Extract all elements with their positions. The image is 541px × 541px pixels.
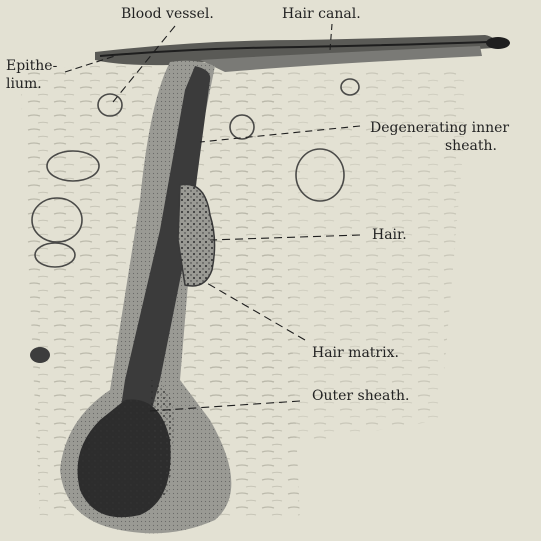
label-degenerating-line2: sheath.: [445, 138, 497, 154]
label-hair: Hair.: [372, 227, 407, 243]
label-epithelium-line1: Epithe-: [6, 58, 57, 74]
label-hair-canal: Hair canal.: [282, 6, 361, 22]
label-epithelium-line2: lium.: [6, 76, 42, 92]
label-blood-vessel: Blood vessel.: [121, 6, 214, 22]
label-outer-sheath: Outer sheath.: [312, 388, 409, 404]
label-hair-matrix: Hair matrix.: [312, 345, 399, 361]
dark-cell: [30, 347, 50, 363]
label-degenerating-line1: Degenerating inner: [370, 120, 509, 136]
